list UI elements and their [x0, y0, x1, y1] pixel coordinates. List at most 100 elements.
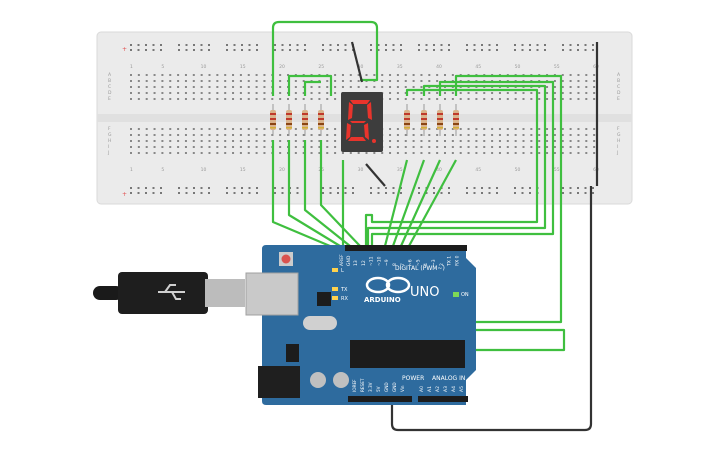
wire-green-8[interactable]: [287, 140, 341, 247]
power-header-label: POWER: [402, 375, 424, 382]
column-number: 15: [240, 64, 246, 70]
column-number: 10: [201, 167, 207, 173]
row-letter: I: [108, 144, 109, 150]
column-number: 5: [161, 64, 164, 70]
wire-green-9[interactable]: [303, 140, 351, 247]
digital-pin-label: ~10: [376, 256, 382, 266]
segment-dp: [372, 139, 376, 143]
analog-pin-label: A4: [451, 386, 457, 392]
wire-black-mid[interactable]: [365, 163, 386, 187]
column-number: 55: [554, 64, 560, 70]
capacitor-2: [333, 372, 349, 388]
resistor[interactable]: [421, 104, 427, 136]
rail-plus-sign: +: [122, 46, 127, 53]
column-number: 55: [554, 167, 560, 173]
reset-button[interactable]: [281, 254, 291, 264]
atmega-chip: [350, 340, 465, 368]
digital-pin-label: 13: [353, 260, 359, 266]
power-header: [348, 396, 412, 402]
arduino-uno-board[interactable]: ARDUINO UNO DIGITAL (PWM~) POWER ANALOG …: [245, 245, 476, 405]
digital-pin-label: 2: [439, 263, 445, 266]
column-number: 15: [240, 167, 246, 173]
digital-pin-label: 4: [423, 263, 429, 266]
row-letter: G: [108, 132, 112, 138]
wire-green-10[interactable]: [319, 140, 361, 247]
arduino-brand-label: ARDUINO: [364, 296, 401, 304]
resistor[interactable]: [453, 104, 459, 136]
row-letter: I: [617, 144, 618, 150]
column-number: 35: [397, 64, 403, 70]
digital-header: [345, 245, 467, 251]
column-number: 20: [279, 64, 285, 70]
row-letter: J: [616, 150, 618, 156]
row-letter: F: [108, 126, 111, 132]
resistor[interactable]: [318, 104, 324, 136]
tx-label: TX: [340, 287, 348, 293]
power-jack: [258, 366, 300, 398]
wire-black-top[interactable]: [350, 41, 364, 83]
digital-pin-label: 7: [400, 263, 406, 266]
wire-green-2[interactable]: [303, 80, 321, 96]
row-letter: A: [617, 72, 621, 78]
l-label: L: [341, 268, 344, 274]
resistor[interactable]: [404, 104, 410, 136]
tx-led: [332, 287, 338, 291]
arduino-logo: [365, 276, 411, 294]
row-letter: E: [617, 96, 620, 102]
column-number: 50: [515, 64, 521, 70]
analog-pin-label: A5: [459, 386, 465, 392]
wire-green-7[interactable]: [271, 140, 331, 248]
power-pin-label: 3.3V: [368, 382, 373, 392]
resistor-group: [270, 104, 459, 136]
column-number: 1: [130, 64, 133, 70]
wire-green-15[interactable]: [408, 159, 457, 247]
analog-header-label: ANALOG IN: [432, 375, 465, 382]
on-led: [453, 292, 459, 297]
gnd-label: GND: [346, 255, 352, 266]
aref-label: AREF: [339, 254, 345, 266]
wire-green-top-loop[interactable]: [271, 20, 379, 96]
resistor[interactable]: [302, 104, 308, 136]
column-number: 10: [201, 64, 207, 70]
row-letter: H: [108, 138, 111, 144]
segment-f: [348, 102, 353, 120]
wire-green-1[interactable]: [287, 74, 333, 96]
wire-green-12[interactable]: [383, 159, 409, 247]
wire-green-13[interactable]: [391, 159, 426, 247]
resistor[interactable]: [270, 104, 276, 136]
column-number: 40: [436, 167, 442, 173]
infinity-logo-icon: [365, 276, 391, 294]
power-pin-label: GND: [384, 382, 389, 392]
usb-cable: [93, 272, 245, 314]
capacitor-1: [310, 372, 326, 388]
digital-pin-label: ~11: [369, 256, 375, 266]
column-number: 30: [358, 64, 364, 70]
arduino-model-label: UNO: [410, 285, 439, 300]
column-number: 35: [397, 167, 403, 173]
column-number: 40: [436, 64, 442, 70]
wire-green-5[interactable]: [370, 80, 555, 246]
rail-plus-sign-bottom: +: [122, 191, 127, 198]
resistor[interactable]: [437, 104, 443, 136]
seven-segment-display[interactable]: 8.: [341, 92, 383, 152]
row-letter: C: [617, 84, 620, 90]
rx-label: RX: [341, 296, 348, 302]
power-pin-label: RESET: [360, 378, 365, 392]
wire-green-3[interactable]: [364, 88, 539, 246]
column-number: 45: [475, 167, 481, 173]
segment-g: [350, 121, 366, 123]
digital-pin-label: ~9: [384, 259, 390, 266]
column-number: 30: [358, 167, 364, 173]
wire-black-gnd[interactable]: [390, 186, 593, 432]
wire-green-4[interactable]: [366, 84, 547, 246]
crystal-oscillator: [303, 316, 337, 330]
wire-green-14[interactable]: [399, 159, 442, 247]
resistor[interactable]: [286, 104, 292, 136]
black-wire-group: [350, 41, 599, 432]
power-pin-label: 5V: [376, 386, 381, 392]
segment-b: [367, 102, 372, 120]
digital-header-label: DIGITAL (PWM~): [395, 265, 445, 272]
